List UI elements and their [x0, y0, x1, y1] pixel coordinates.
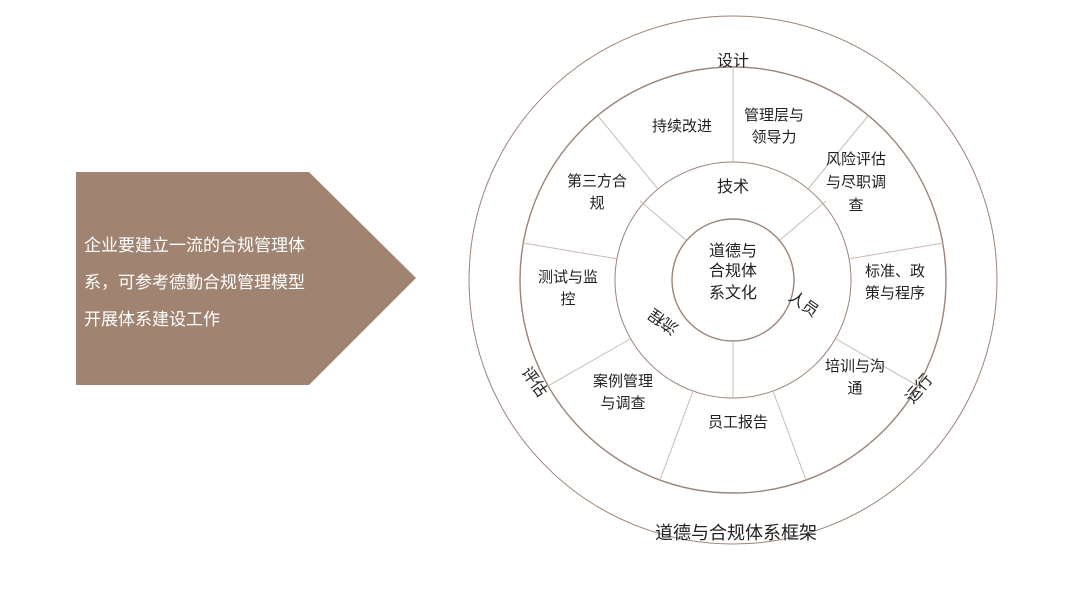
segment-testing-line-1: 测试与监: [538, 268, 598, 286]
segment-training-line-2: 通: [847, 379, 862, 397]
outer-label-left: 评估: [518, 363, 552, 400]
arrow-shape: [76, 172, 416, 385]
center-line-3: 系文化: [709, 283, 757, 302]
outer-label-right: 运行: [901, 370, 936, 407]
center-line-2: 合规体: [709, 261, 757, 280]
inner-label-top: 技术: [717, 177, 749, 196]
center-line-1: 道德与: [709, 241, 757, 260]
inner-label-left: 流程: [645, 305, 682, 339]
segment-management-line-1: 管理层与: [744, 106, 804, 124]
segment-testing-line-2: 控: [560, 290, 575, 308]
segment-risk-line-2: 与尽职调: [826, 173, 886, 191]
center-text: 道德与 合规体 系文化: [709, 241, 757, 302]
segment-training-line-1: 培训与沟: [825, 357, 885, 375]
intro-line-2: 系，可参考德勤合规管理模型: [84, 273, 305, 293]
center-circle: [671, 218, 795, 342]
segment-case-line-1: 案例管理: [593, 372, 653, 390]
segment-dividers: [522, 67, 944, 481]
segment-third-party-line-2: 规: [589, 194, 604, 212]
intro-text: 企业要建立一流的合规管理体 系，可参考德勤合规管理模型 开展体系建设工作: [84, 228, 354, 339]
segment-standards-line-1: 标准、政: [865, 262, 925, 280]
intro-line-1: 企业要建立一流的合规管理体: [84, 236, 305, 256]
segment-reporting: 员工报告: [708, 413, 768, 431]
inner-label-right: 人员: [785, 287, 822, 321]
segment-case-line-2: 与调查: [600, 394, 645, 412]
segment-continuous-improvement: 持续改进: [652, 117, 712, 135]
diagram-caption: 道德与合规体系框架: [655, 523, 817, 544]
inner-dividers: [639, 200, 827, 398]
outer-ring: [468, 15, 998, 545]
outer-label-top: 设计: [717, 51, 749, 70]
intro-line-3: 开展体系建设工作: [84, 310, 220, 330]
segment-third-party-line-1: 第三方合: [567, 172, 627, 190]
segment-management-line-2: 领导力: [751, 128, 796, 146]
segment-standards-line-2: 策与程序: [865, 284, 925, 302]
segment-risk-line-3: 查: [848, 196, 863, 214]
intro-arrow-banner: 企业要建立一流的合规管理体 系，可参考德勤合规管理模型 开展体系建设工作: [76, 172, 416, 385]
segment-risk-line-1: 风险评估: [826, 150, 886, 168]
